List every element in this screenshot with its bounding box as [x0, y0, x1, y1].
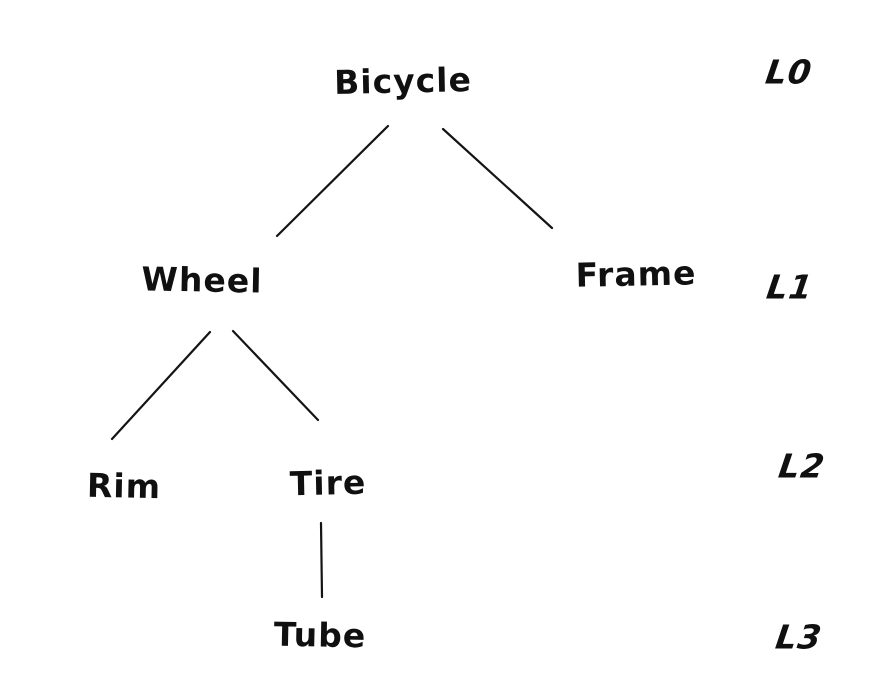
level-label-l1: L1 [764, 267, 816, 307]
node-tube: Tube [273, 614, 367, 656]
edge-bicycle-wheel [275, 124, 390, 238]
node-rim: Rim [86, 465, 162, 507]
level-label-l0: L0 [763, 52, 815, 92]
edge-wheel-tire [231, 329, 320, 422]
edge-wheel-rim [110, 330, 212, 441]
level-label-l2: L2 [776, 446, 828, 486]
edge-tire-tube [319, 521, 324, 599]
node-wheel: Wheel [141, 259, 263, 301]
node-frame: Frame [575, 253, 697, 295]
edge-bicycle-frame [441, 127, 554, 230]
node-tire: Tire [289, 462, 367, 504]
level-label-l3: L3 [773, 617, 825, 657]
node-bicycle: Bicycle [333, 60, 473, 102]
